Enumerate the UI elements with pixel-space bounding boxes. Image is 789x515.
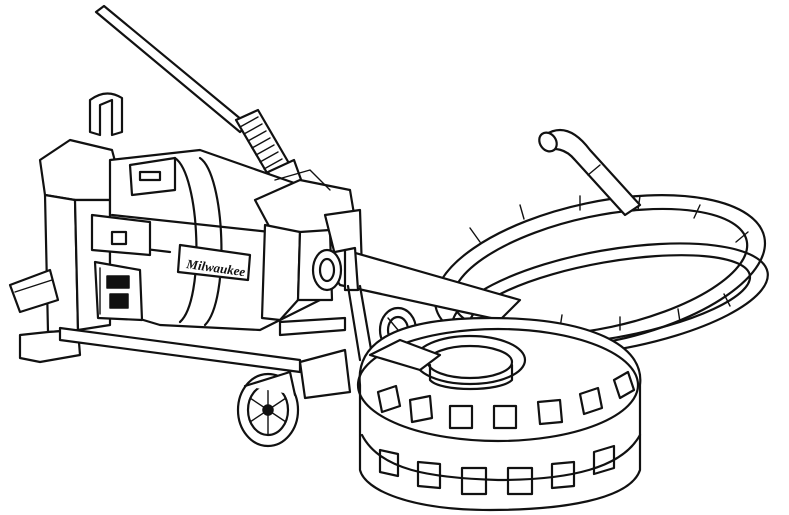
feed-tube — [311, 246, 522, 362]
wheel-front — [236, 370, 300, 448]
machine-body: Milwaukee — [8, 92, 364, 400]
cable-drum — [356, 316, 642, 512]
